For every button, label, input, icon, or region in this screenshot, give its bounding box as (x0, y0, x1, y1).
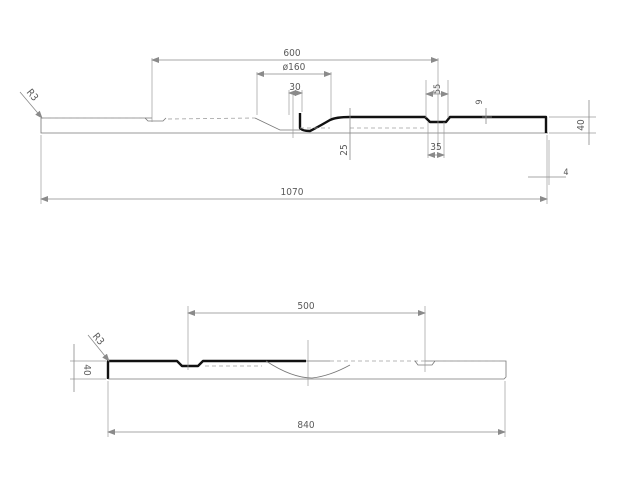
dim-30-text: 30 (289, 82, 301, 93)
top-part-visible-edge (298, 113, 548, 133)
bottom-part-outline (108, 360, 507, 380)
dim-9-text: 9 (475, 99, 485, 104)
radius-bottom-leader (87, 334, 110, 362)
dim-35-text: 35 (430, 142, 441, 153)
dim-840-text: 840 (297, 420, 314, 431)
dim-25-text: 25 (339, 144, 350, 155)
dim-55-text: 55 (433, 84, 443, 94)
bottom-part-visible-edge (106, 359, 306, 379)
top-part-hidden-surface (44, 117, 256, 120)
radius-top-text: R3 (24, 87, 40, 103)
dim-600-text: 600 (283, 48, 300, 59)
bottom-view: 500 40 840 R3 (70, 301, 507, 437)
bottom-part-bowl (265, 360, 351, 379)
dim-40-bottom-text: 40 (81, 364, 92, 376)
top-part-outline (40, 117, 548, 134)
radius-top-leader (19, 91, 43, 119)
top-part-left-groove (144, 117, 167, 122)
top-view: 600 ø160 30 55 9 40 25 35 (19, 48, 596, 204)
dim-4-text: 4 (563, 168, 568, 178)
dim-500-text: 500 (297, 301, 314, 312)
radius-bottom-text: R3 (90, 331, 106, 347)
bottom-part-hidden (205, 360, 500, 367)
dim-40-top-text: 40 (576, 119, 587, 131)
dim-dia160-text: ø160 (283, 62, 306, 73)
dim-1070-text: 1070 (281, 187, 304, 198)
